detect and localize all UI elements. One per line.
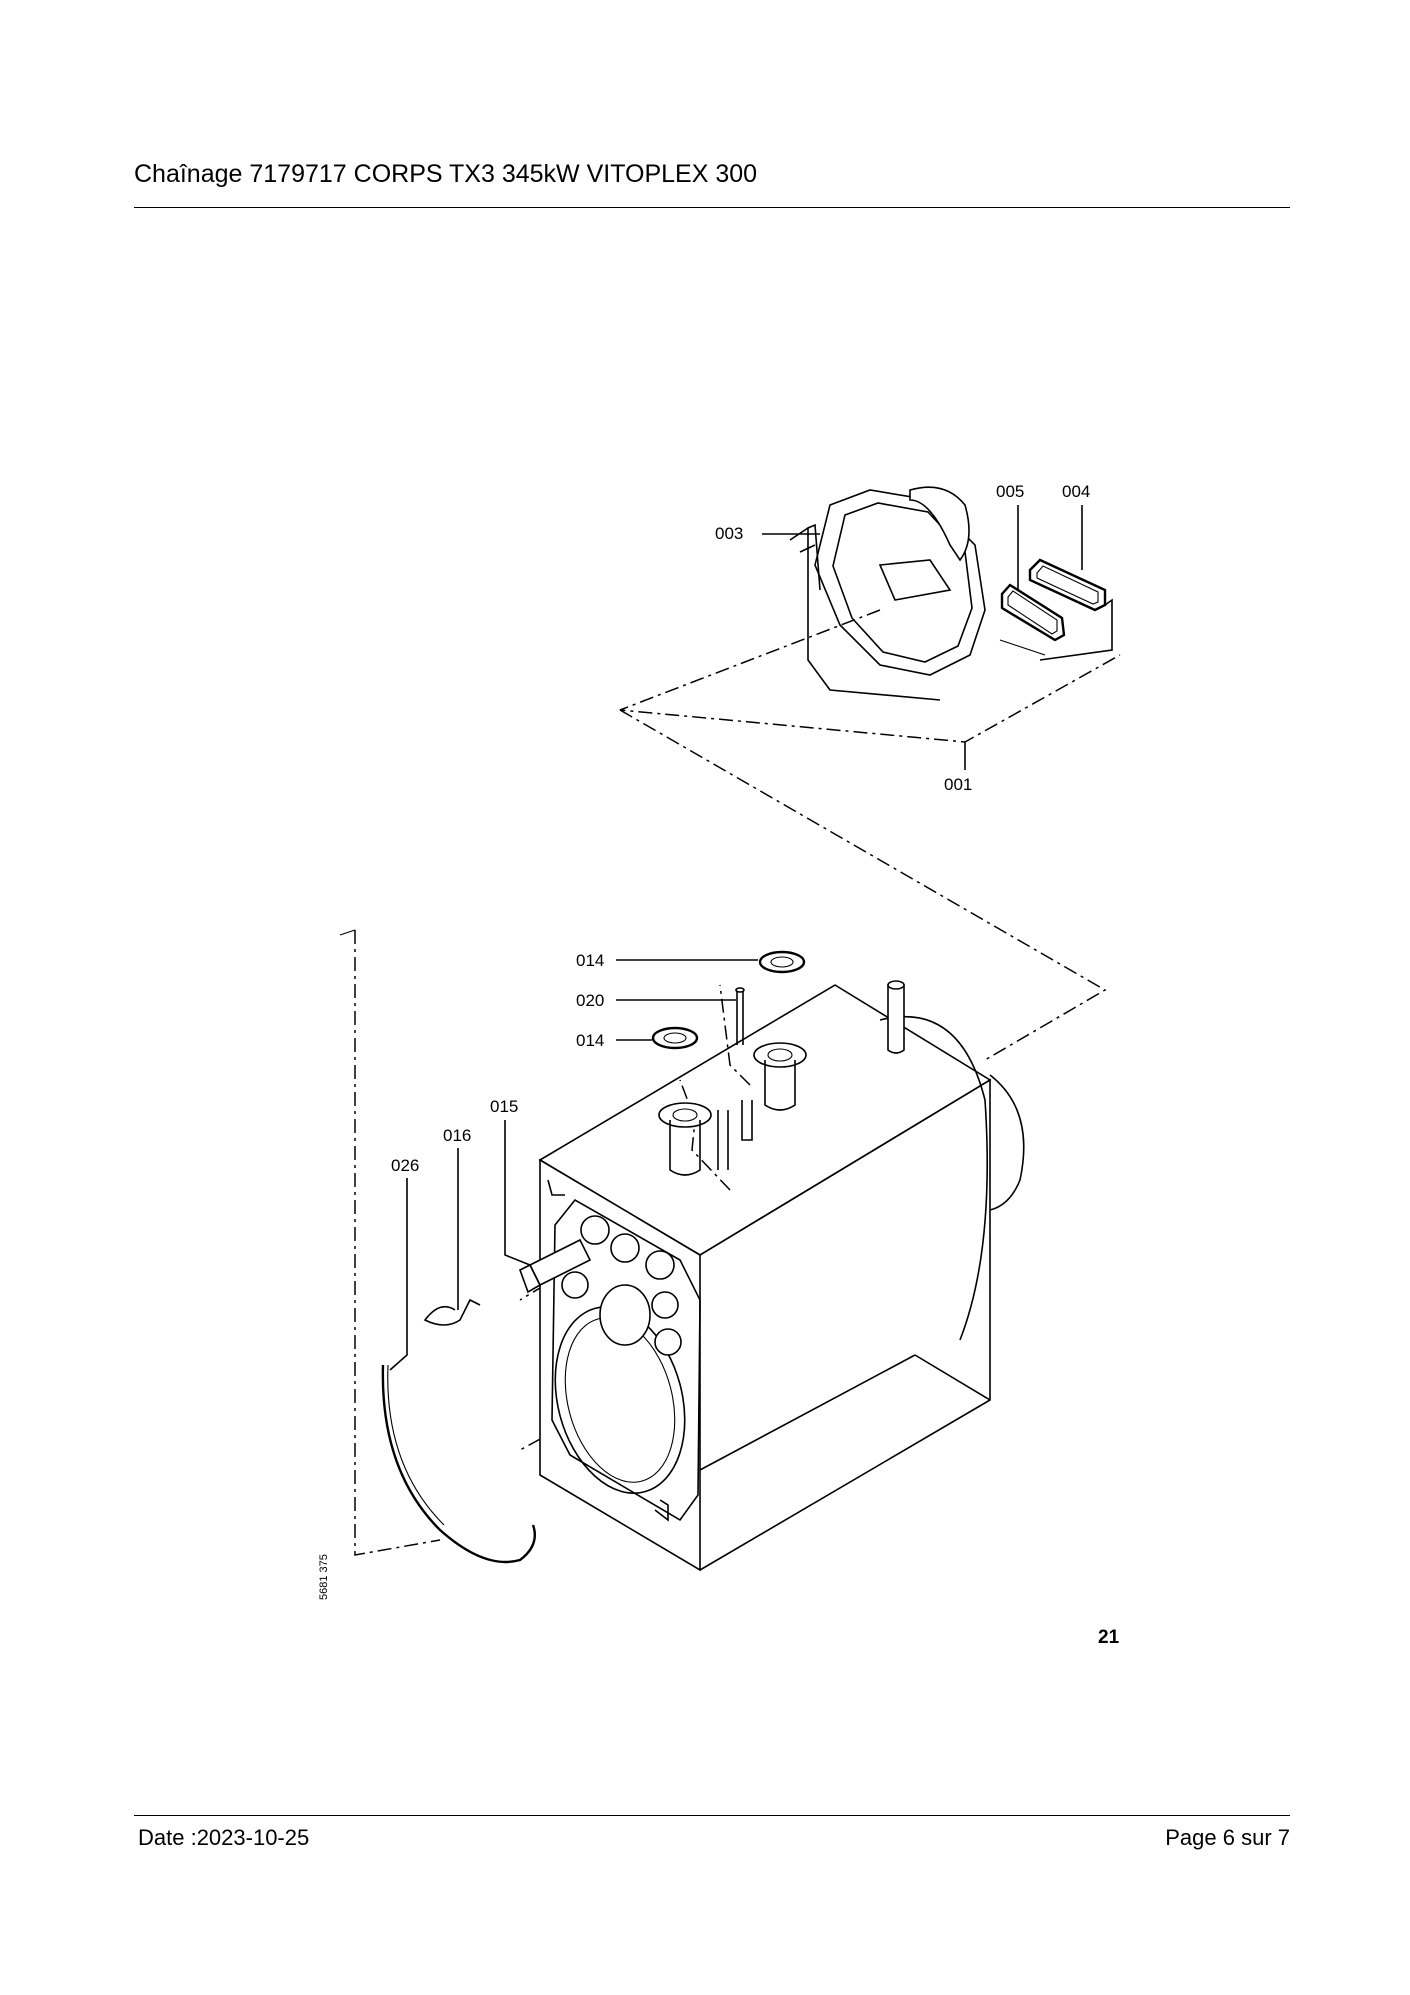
footer-rule: [134, 1815, 1290, 1816]
assembly-dash-lines: [339, 609, 1121, 1556]
door-assembly: [789, 486, 986, 701]
label-005: 005: [996, 482, 1024, 501]
label-020: 020: [576, 991, 604, 1010]
figure-number: 21: [1098, 1627, 1120, 1648]
header-rule: [134, 207, 1290, 208]
leader-lines-lower: [389, 959, 758, 1371]
label-001: 001: [944, 775, 972, 794]
boiler-body: [538, 980, 1025, 1572]
label-026: 026: [391, 1156, 419, 1175]
footer-page-number: Page 6 sur 7: [1165, 1825, 1290, 1850]
label-014-upper: 014: [576, 951, 604, 970]
seal-parts: [999, 558, 1113, 661]
label-014-lower: 014: [576, 1031, 604, 1050]
reference-code: 5681 375: [318, 1554, 330, 1600]
label-003: 003: [715, 524, 743, 543]
footer-date: Date :2023-10-25: [138, 1825, 310, 1850]
label-004: 004: [1062, 482, 1090, 501]
label-015: 015: [490, 1097, 518, 1116]
label-016: 016: [443, 1126, 471, 1145]
page-title: Chaînage 7179717 CORPS TX3 345kW VITOPLE…: [134, 160, 758, 188]
leader-lines-upper: [762, 505, 1083, 770]
small-parts: [381, 950, 806, 1564]
